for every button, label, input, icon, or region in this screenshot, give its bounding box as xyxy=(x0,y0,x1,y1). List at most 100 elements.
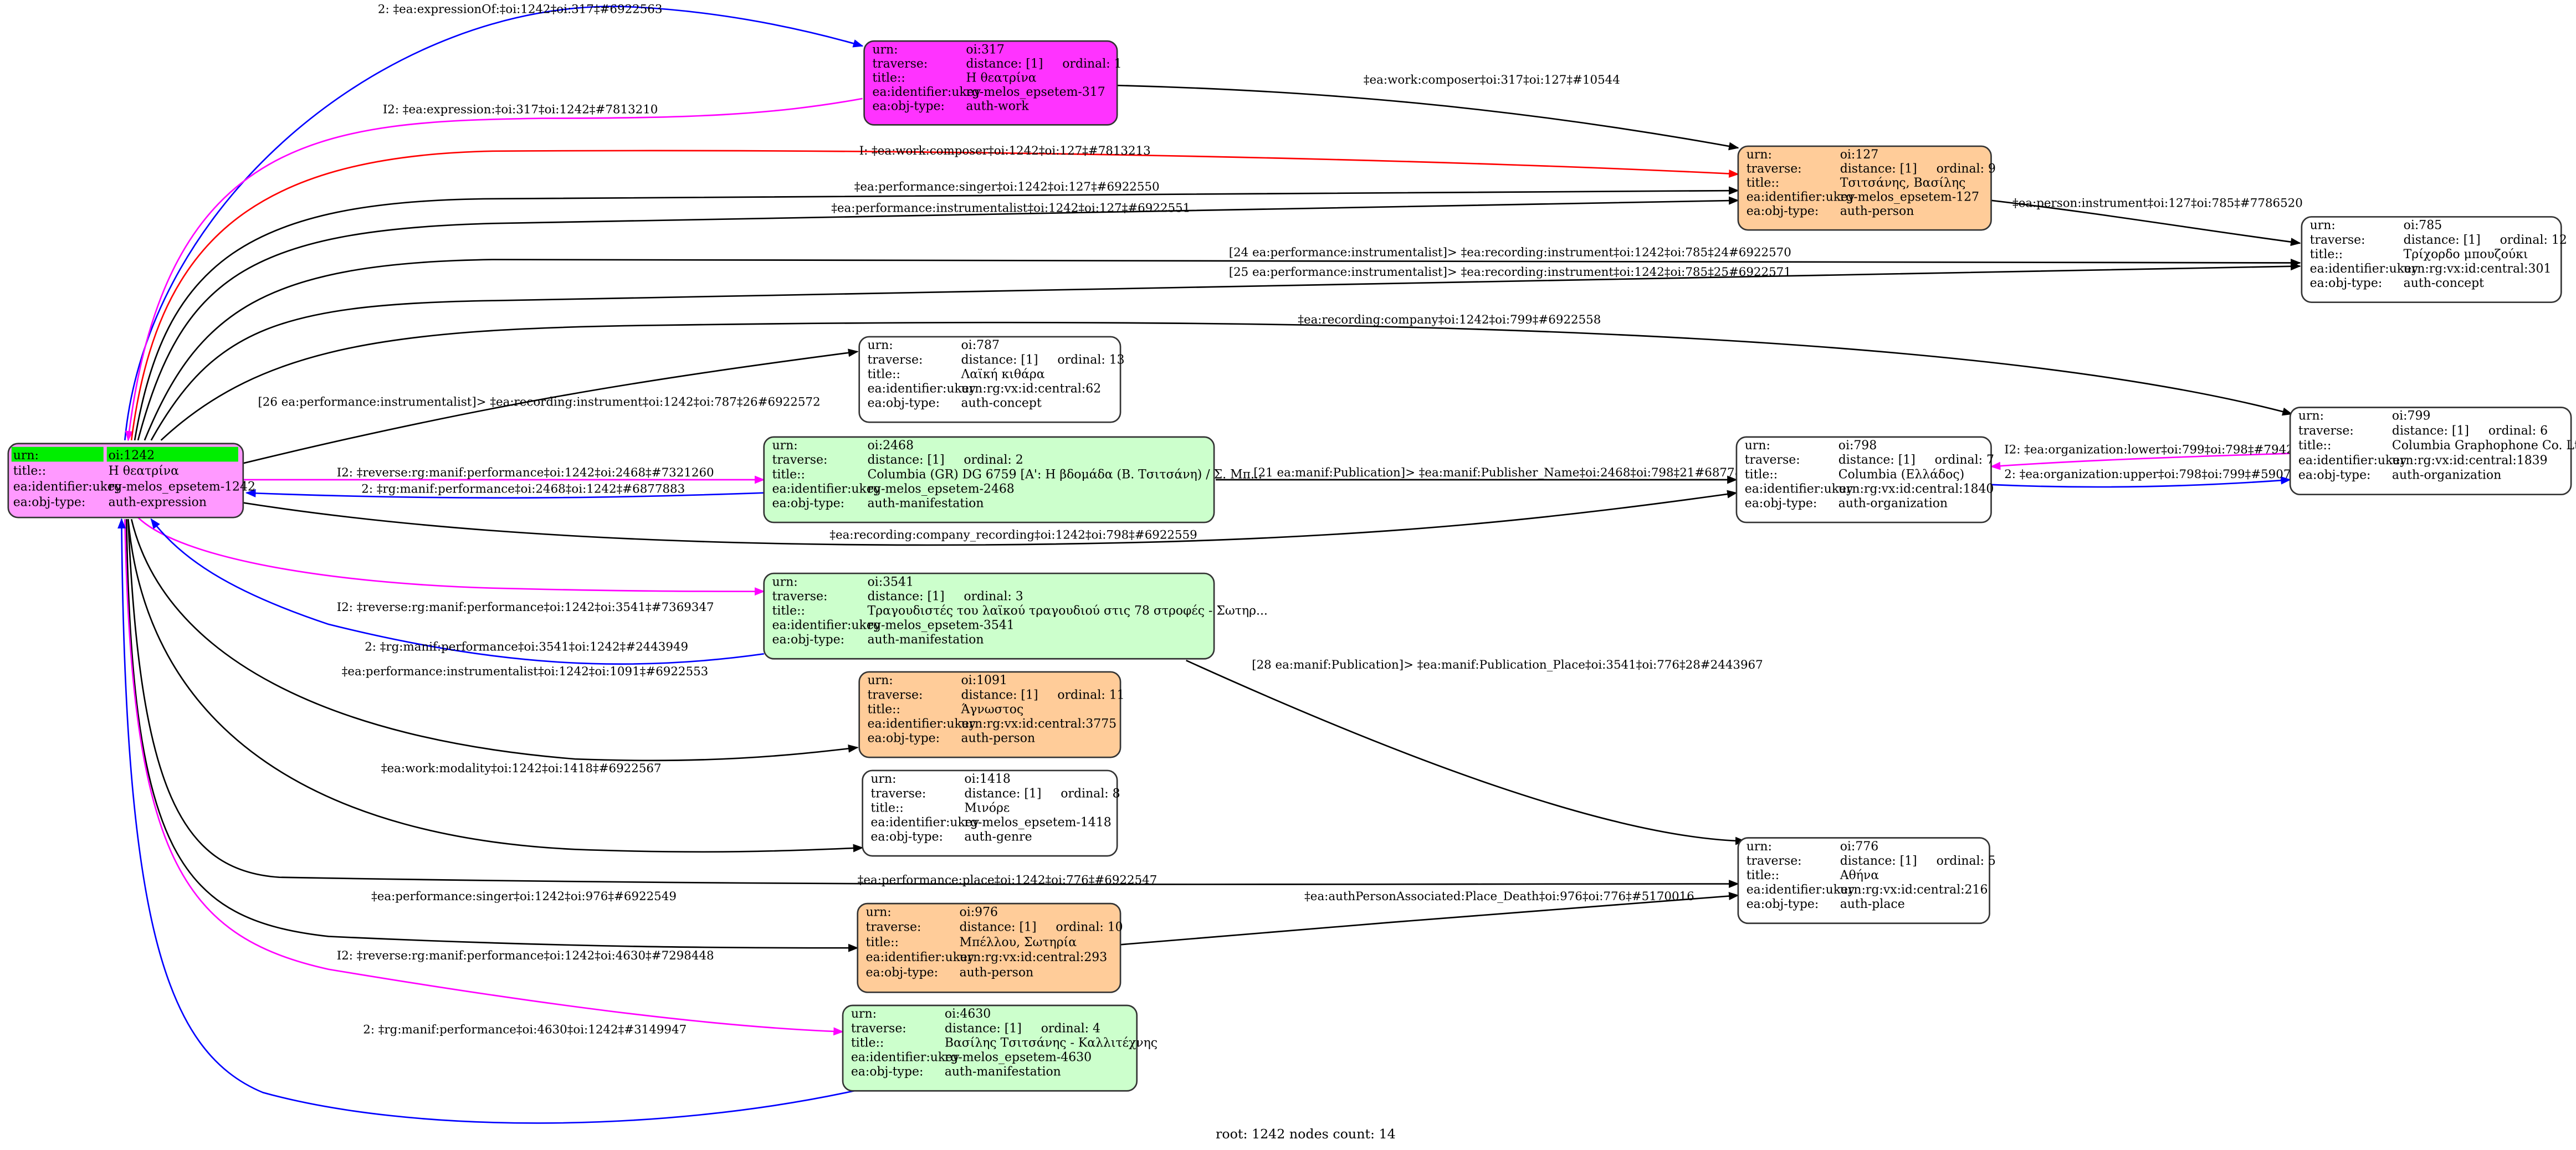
edge-path[interactable] xyxy=(1120,892,1739,946)
edge-label: I2: ‡reverse:rg:manif:performance‡oi:124… xyxy=(337,466,714,480)
node-value: distance: [1] ordinal: 9 xyxy=(1840,162,1996,176)
edge[interactable]: 2: ‡rg:manif:performance‡oi:3541‡oi:1242… xyxy=(150,518,764,665)
node-key: urn: xyxy=(1745,439,1770,453)
edge[interactable]: ‡ea:performance:instrumentalist‡oi:1242‡… xyxy=(130,518,859,762)
node-key: ea:obj-type: xyxy=(866,966,939,980)
edge-path[interactable] xyxy=(243,490,1738,546)
edge[interactable]: I2: ‡ea:organization:lower‡oi:799‡oi:798… xyxy=(1990,443,2316,470)
node-value: oi:2468 xyxy=(867,439,913,453)
edge-path[interactable] xyxy=(127,519,1739,889)
node-key: urn: xyxy=(13,449,39,463)
edge[interactable]: 2: ‡rg:manif:performance‡oi:2468‡oi:1242… xyxy=(245,482,764,499)
edge-path[interactable] xyxy=(130,150,1739,440)
edge-path[interactable] xyxy=(124,6,864,440)
edge[interactable]: [21 ea:manif:Publication]> ‡ea:manif:Pub… xyxy=(1216,466,1757,484)
edge-path[interactable] xyxy=(137,517,765,596)
edge-path[interactable] xyxy=(1991,199,2301,247)
edge[interactable]: ‡ea:work:modality‡oi:1242‡oi:1418‡#69225… xyxy=(127,519,864,853)
root-highlight-value xyxy=(106,446,238,462)
node-key: ea:obj-type: xyxy=(1747,897,1819,911)
node-key: ea:identifier:ukey xyxy=(13,480,122,494)
edge[interactable]: I: ‡ea:work:composer‡oi:1242‡oi:127‡#781… xyxy=(130,144,1739,440)
edge-label: ‡ea:performance:singer‡oi:1242‡oi:127‡#6… xyxy=(854,180,1160,194)
edge[interactable]: 2: ‡ea:expressionOf:‡oi:1242‡oi:317‡#692… xyxy=(124,3,864,440)
edge[interactable]: ‡ea:work:composer‡oi:317‡oi:127‡#10544 xyxy=(1117,73,1739,151)
edge[interactable]: ‡ea:authPersonAssociated:Place_Death‡oi:… xyxy=(1120,890,1739,946)
node-value: rg-melos_epsetem-127 xyxy=(1840,191,1979,204)
edge-path[interactable] xyxy=(160,321,2293,441)
node-key: title:: xyxy=(13,464,46,478)
node-box xyxy=(863,40,1118,126)
edge[interactable]: [26 ea:performance:instrumentalist]> ‡ea… xyxy=(243,348,859,464)
edge[interactable]: 2: ‡rg:manif:performance‡oi:4630‡oi:1242… xyxy=(117,518,855,1124)
edge-path[interactable] xyxy=(150,518,764,665)
node-value: distance: [1] ordinal: 10 xyxy=(960,921,1123,935)
edge-path[interactable] xyxy=(130,518,859,762)
edge[interactable]: ‡ea:performance:singer‡oi:1242‡oi:976‡#6… xyxy=(125,519,859,952)
edge-path[interactable] xyxy=(1991,476,2291,488)
edge-path[interactable] xyxy=(245,489,764,499)
node-value: Μπέλλου, Σωτηρία xyxy=(960,936,1077,949)
node-box xyxy=(7,443,244,518)
edge[interactable]: [25 ea:performance:instrumentalist]> ‡ea… xyxy=(150,262,2301,441)
node-value: auth-person xyxy=(1840,204,1914,218)
edge[interactable]: I2: ‡ea:expression:‡oi:317‡oi:1242‡#7813… xyxy=(125,97,863,441)
edge[interactable]: [28 ea:manif:Publication]> ‡ea:manif:Pub… xyxy=(1186,658,1763,845)
node-key: traverse: xyxy=(851,1021,907,1035)
edge-path[interactable] xyxy=(117,518,855,1124)
edge-path[interactable] xyxy=(243,348,859,464)
edge[interactable]: [24 ea:performance:instrumentalist]> ‡ea… xyxy=(144,246,2301,441)
node-root[interactable]: urn: oi:1242 title:: Η θεατρίνα ea:ident… xyxy=(7,443,255,518)
node-box xyxy=(763,436,1215,523)
node-key: ea:identifier:ukey xyxy=(1745,482,1853,496)
edge[interactable]: ‡ea:performance:instrumentalist‡oi:1242‡… xyxy=(137,196,1739,441)
node-value: urn:rg:vx:id:central:301 xyxy=(2404,262,2552,276)
node-box xyxy=(858,336,1121,423)
node-key: traverse: xyxy=(1747,854,1802,868)
edge-path[interactable] xyxy=(125,97,863,441)
node-value: urn:rg:vx:id:central:216 xyxy=(1840,883,1988,897)
node-key: title:: xyxy=(1747,176,1779,190)
edge[interactable]: ‡ea:person:instrument‡oi:127‡oi:785‡#778… xyxy=(1991,197,2303,247)
edge-label: [26 ea:performance:instrumentalist]> ‡ea… xyxy=(258,396,820,409)
edge-label: 2: ‡ea:organization:upper‡oi:798‡oi:799‡… xyxy=(2004,468,2313,481)
edge[interactable]: I2: ‡reverse:rg:manif:performance‡oi:124… xyxy=(243,466,765,484)
node-value: auth-person xyxy=(960,966,1034,980)
node-box xyxy=(763,572,1215,660)
node-key: traverse: xyxy=(1747,162,1802,176)
edge[interactable]: ‡ea:performance:place‡oi:1242‡oi:776‡#69… xyxy=(127,519,1739,889)
node-value: rg-melos_epsetem-1242 xyxy=(109,480,255,494)
node-value: oi:127 xyxy=(1840,148,1878,162)
node-key: urn: xyxy=(1747,840,1772,854)
edge-path[interactable] xyxy=(137,196,1739,441)
edge-path[interactable] xyxy=(124,519,844,1036)
node-key: title:: xyxy=(867,367,900,381)
edge-path[interactable] xyxy=(144,259,2301,441)
edge[interactable]: ‡ea:recording:company‡oi:1242‡oi:799‡#69… xyxy=(160,313,2293,441)
edge-label: I2: ‡ea:expression:‡oi:317‡oi:1242‡#7813… xyxy=(383,103,658,117)
edge[interactable]: 2: ‡ea:organization:upper‡oi:798‡oi:799‡… xyxy=(1991,468,2313,488)
edge[interactable]: I2: ‡reverse:rg:manif:performance‡oi:124… xyxy=(124,519,844,1036)
edge[interactable]: I2: ‡reverse:rg:manif:performance‡oi:124… xyxy=(137,517,765,614)
edge[interactable]: ‡ea:recording:company_recording‡oi:1242‡… xyxy=(243,490,1738,546)
edge-path[interactable] xyxy=(150,262,2301,441)
node-key: title:: xyxy=(2298,439,2331,453)
edge-path[interactable] xyxy=(1117,84,1739,151)
edge-path[interactable] xyxy=(127,519,864,853)
edge-path[interactable] xyxy=(1990,453,2291,470)
edge-path[interactable] xyxy=(1186,660,1746,845)
edge-path[interactable] xyxy=(125,519,859,952)
